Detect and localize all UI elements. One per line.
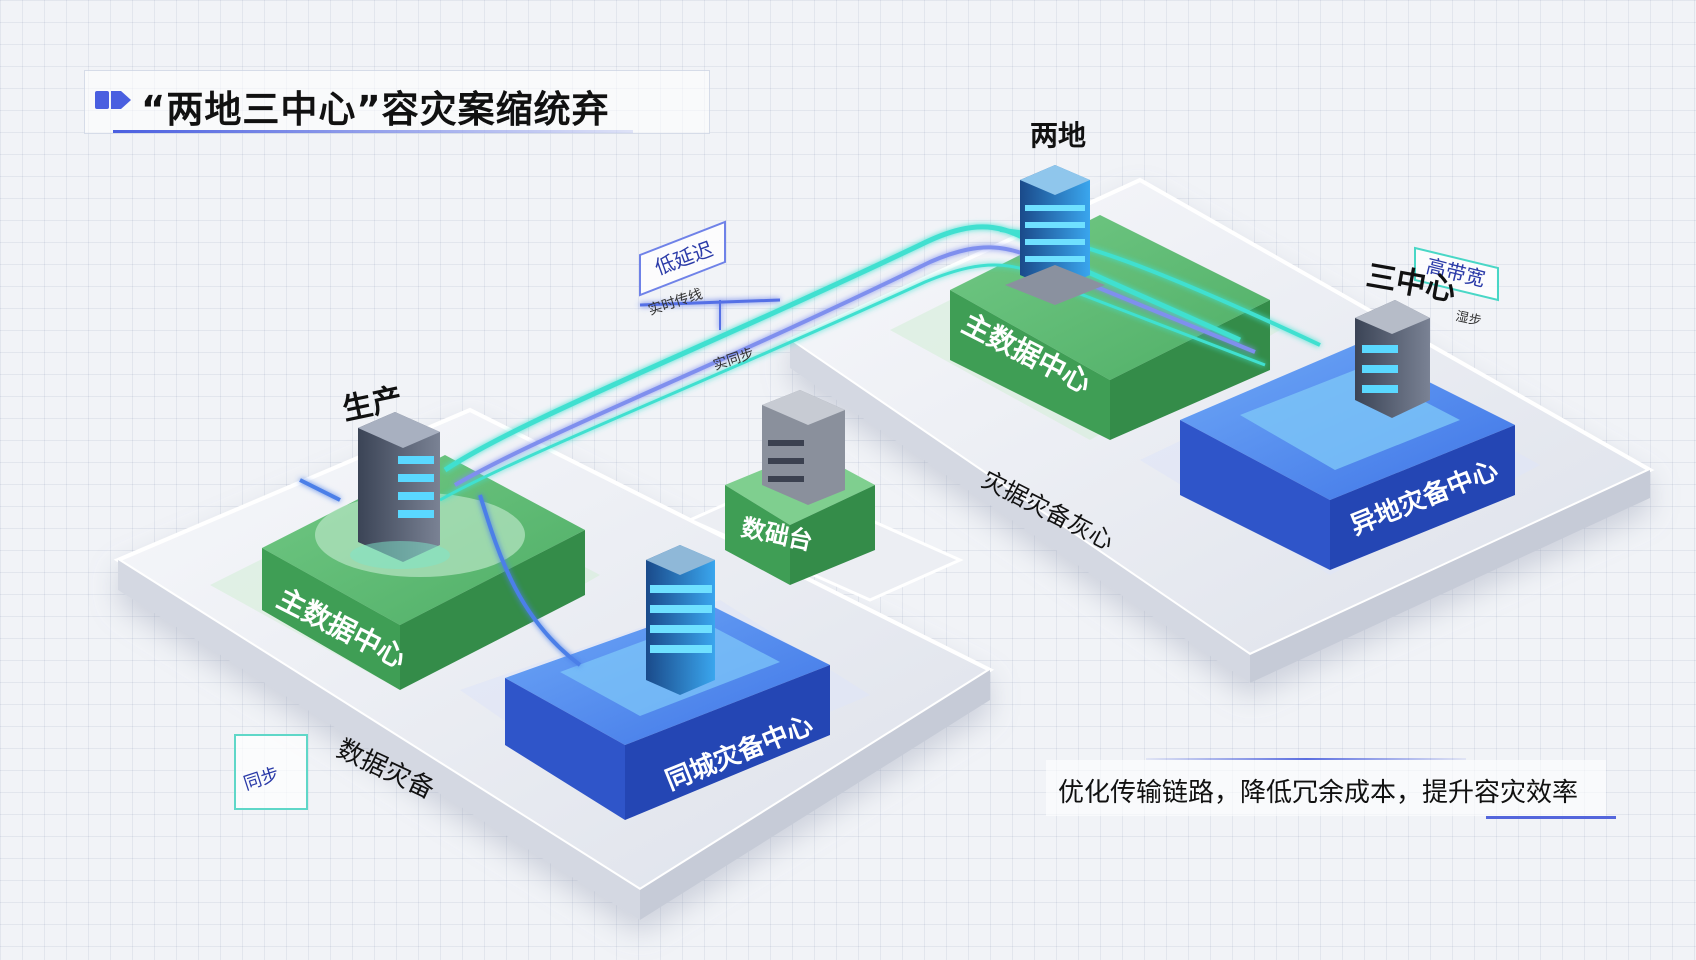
- remote-dc-block: [1140, 345, 1540, 575]
- realtime-sync-label: 实时传线: [646, 286, 704, 319]
- production-building-icon: [350, 412, 450, 569]
- caption-top-line: [1146, 758, 1466, 760]
- low-latency-tag: 低延迟: [639, 220, 726, 297]
- data-node-server-icon: [762, 390, 845, 505]
- title-banner: “两地三中心”容灾案缩统弃: [84, 70, 710, 134]
- same-city-dc-block: [460, 600, 870, 820]
- page-title: “两地三中心”容灾案缩统弃: [141, 88, 610, 131]
- caption-box: 优化传输链路，降低冗余成本，提升容灾效率: [1046, 758, 1616, 819]
- left-sync-tag: 同步: [234, 734, 308, 810]
- title-arrow-icon: [95, 91, 131, 109]
- caption-bottom-line: [1486, 816, 1616, 819]
- remote-building-icon: [1355, 300, 1430, 418]
- async-copy-label: 实同步: [711, 346, 756, 374]
- caption-text: 优化传输链路，降低冗余成本，提升容灾效率: [1058, 778, 1579, 808]
- right-small-tag-label: 湿步: [1454, 309, 1483, 329]
- two-sites-label: 两地: [1030, 119, 1086, 152]
- two-sites-building-icon: [1005, 165, 1105, 305]
- title-underline: [113, 130, 633, 133]
- link-lines: [299, 224, 1321, 667]
- same-city-building-icon: [646, 545, 715, 695]
